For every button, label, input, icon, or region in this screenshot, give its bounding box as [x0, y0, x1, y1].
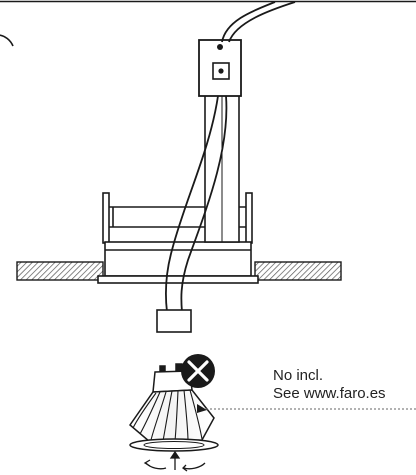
- note-line-website: See www.faro.es: [273, 385, 386, 402]
- x-mark-circle-icon: [181, 354, 215, 388]
- driver-wires: [164, 95, 228, 313]
- not-included-note: No incl. See www.faro.es: [273, 367, 386, 403]
- note-line-not-included: No incl.: [273, 367, 324, 384]
- junction-box: [198, 39, 242, 97]
- rotate-arrows-icon: [143, 450, 206, 472]
- leader-line: [197, 404, 416, 413]
- step-circle-icon: [0, 34, 14, 75]
- gu10-lamp: [128, 363, 219, 452]
- wire-connector: [156, 309, 192, 333]
- connector-stem: [204, 91, 240, 243]
- supply-wires: [221, 1, 296, 43]
- ceiling-slab: [16, 261, 342, 281]
